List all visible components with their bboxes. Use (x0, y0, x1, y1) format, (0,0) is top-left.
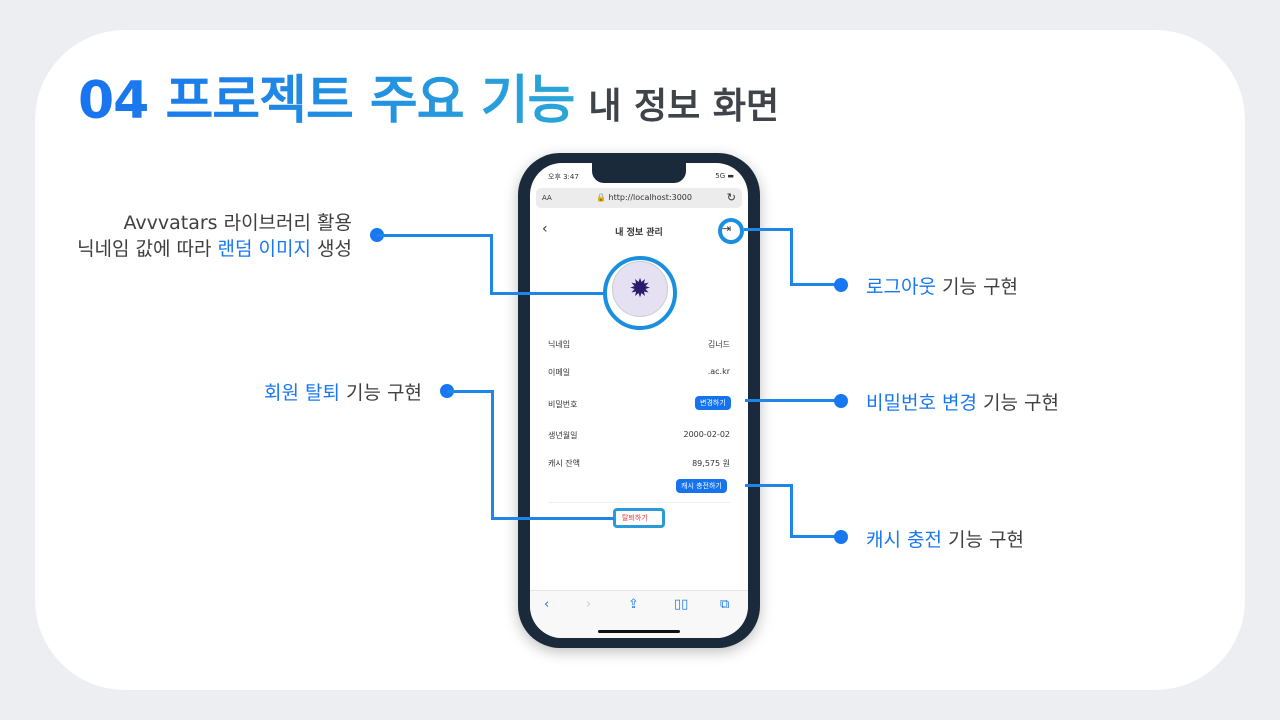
connector-line (377, 234, 493, 237)
row-cash: 캐시 잔액 89,575 원 (548, 458, 730, 469)
text: 닉네임 값에 따라 (77, 238, 218, 260)
avatar-note: Avvvatars 라이브러리 활용 닉네임 값에 따라 랜덤 이미지 생성 (77, 210, 352, 262)
title-sub: 내 정보 화면 (588, 86, 780, 127)
notch (592, 163, 686, 183)
row-password: 비밀번호 (548, 399, 730, 410)
back-icon[interactable]: ‹ (542, 221, 548, 237)
url: http://localhost:3000 (608, 193, 692, 202)
connector-line (490, 234, 493, 295)
withdraw-button[interactable]: 탈퇴하기 (622, 514, 648, 522)
text: 기능 구현 (340, 382, 422, 404)
network-label: 5G (715, 172, 726, 180)
row-nickname: 닉네임 김너드 (548, 339, 730, 350)
connector-line (790, 535, 840, 538)
connector-dot (834, 278, 848, 292)
url-bar[interactable]: AA 🔒 http://localhost:3000 ↻ (536, 188, 742, 208)
connector-line (447, 390, 494, 393)
connector-line (790, 228, 793, 286)
value: 2000-02-02 (683, 430, 731, 439)
row-birthdate: 생년월일 2000-02-02 (548, 430, 730, 441)
label: 생년월일 (548, 431, 578, 440)
label: 이메일 (548, 368, 571, 377)
connector-line (490, 292, 604, 295)
connector-line (744, 228, 793, 231)
avatar-note-line2: 닉네임 값에 따라 랜덤 이미지 생성 (77, 236, 352, 262)
text-size-button[interactable]: AA (542, 194, 552, 202)
phone-screen: 오후 3:47 5G ▬ AA 🔒 http://localhost:3000 … (530, 163, 748, 638)
forward-nav-icon[interactable]: › (586, 597, 592, 612)
cash-note: 캐시 충전 기능 구현 (866, 525, 1024, 552)
highlight: 비밀번호 변경 (866, 392, 977, 414)
withdraw-highlight (613, 508, 665, 528)
withdraw-note: 회원 탈퇴 기능 구현 (264, 378, 422, 405)
highlight: 로그아웃 (866, 276, 936, 298)
label: 캐시 잔액 (548, 459, 580, 468)
row-email: 이메일 .ac.kr (548, 367, 730, 378)
logout-highlight (718, 218, 744, 244)
text: 기능 구현 (941, 529, 1024, 551)
connector-dot (834, 530, 848, 544)
home-indicator (598, 630, 680, 633)
status-network: 5G ▬ (715, 172, 734, 180)
label: 닉네임 (548, 340, 571, 349)
avatar-highlight (603, 256, 677, 330)
connector-dot (834, 394, 848, 408)
text: 기능 구현 (935, 276, 1018, 298)
avatar-note-line1: Avvvatars 라이브러리 활용 (123, 212, 352, 234)
connector-line (491, 517, 614, 520)
value: .ac.kr (707, 367, 730, 376)
reload-icon[interactable]: ↻ (726, 191, 736, 204)
divider (548, 502, 730, 503)
text: 기능 구현 (976, 392, 1059, 414)
slide-title: 04 프로젝트 주요 기능 내 정보 화면 (78, 58, 779, 133)
connector-line (745, 484, 793, 487)
connector-line (491, 390, 494, 520)
page-title: 내 정보 관리 (615, 228, 663, 238)
back-nav-icon[interactable]: ‹ (544, 597, 550, 612)
value: 김너드 (707, 340, 730, 349)
status-time: 오후 3:47 (548, 173, 579, 181)
connector-line (790, 484, 793, 538)
label: 비밀번호 (548, 400, 578, 409)
logout-note: 로그아웃 기능 구현 (866, 272, 1018, 299)
url-text[interactable]: 🔒 http://localhost:3000 (596, 193, 692, 202)
change-password-button[interactable]: 변경하기 (695, 396, 731, 410)
highlight: 랜덤 이미지 (217, 238, 311, 260)
text: 생성 (311, 238, 352, 260)
charge-cash-button[interactable]: 캐시 충전하기 (676, 479, 727, 493)
browser-toolbar: ‹ › ⇪ ▯▯ ⧉ (530, 590, 748, 638)
highlight: 캐시 충전 (866, 529, 942, 551)
value: 89,575 원 (692, 459, 730, 468)
share-icon[interactable]: ⇪ (628, 597, 639, 612)
connector-line (790, 283, 840, 286)
title-main: 04 프로젝트 주요 기능 (78, 71, 575, 131)
password-note: 비밀번호 변경 기능 구현 (866, 388, 1059, 415)
connector-line (745, 399, 840, 402)
tabs-icon[interactable]: ⧉ (720, 597, 730, 612)
bookmarks-icon[interactable]: ▯▯ (674, 597, 689, 612)
highlight: 회원 탈퇴 (264, 382, 340, 404)
